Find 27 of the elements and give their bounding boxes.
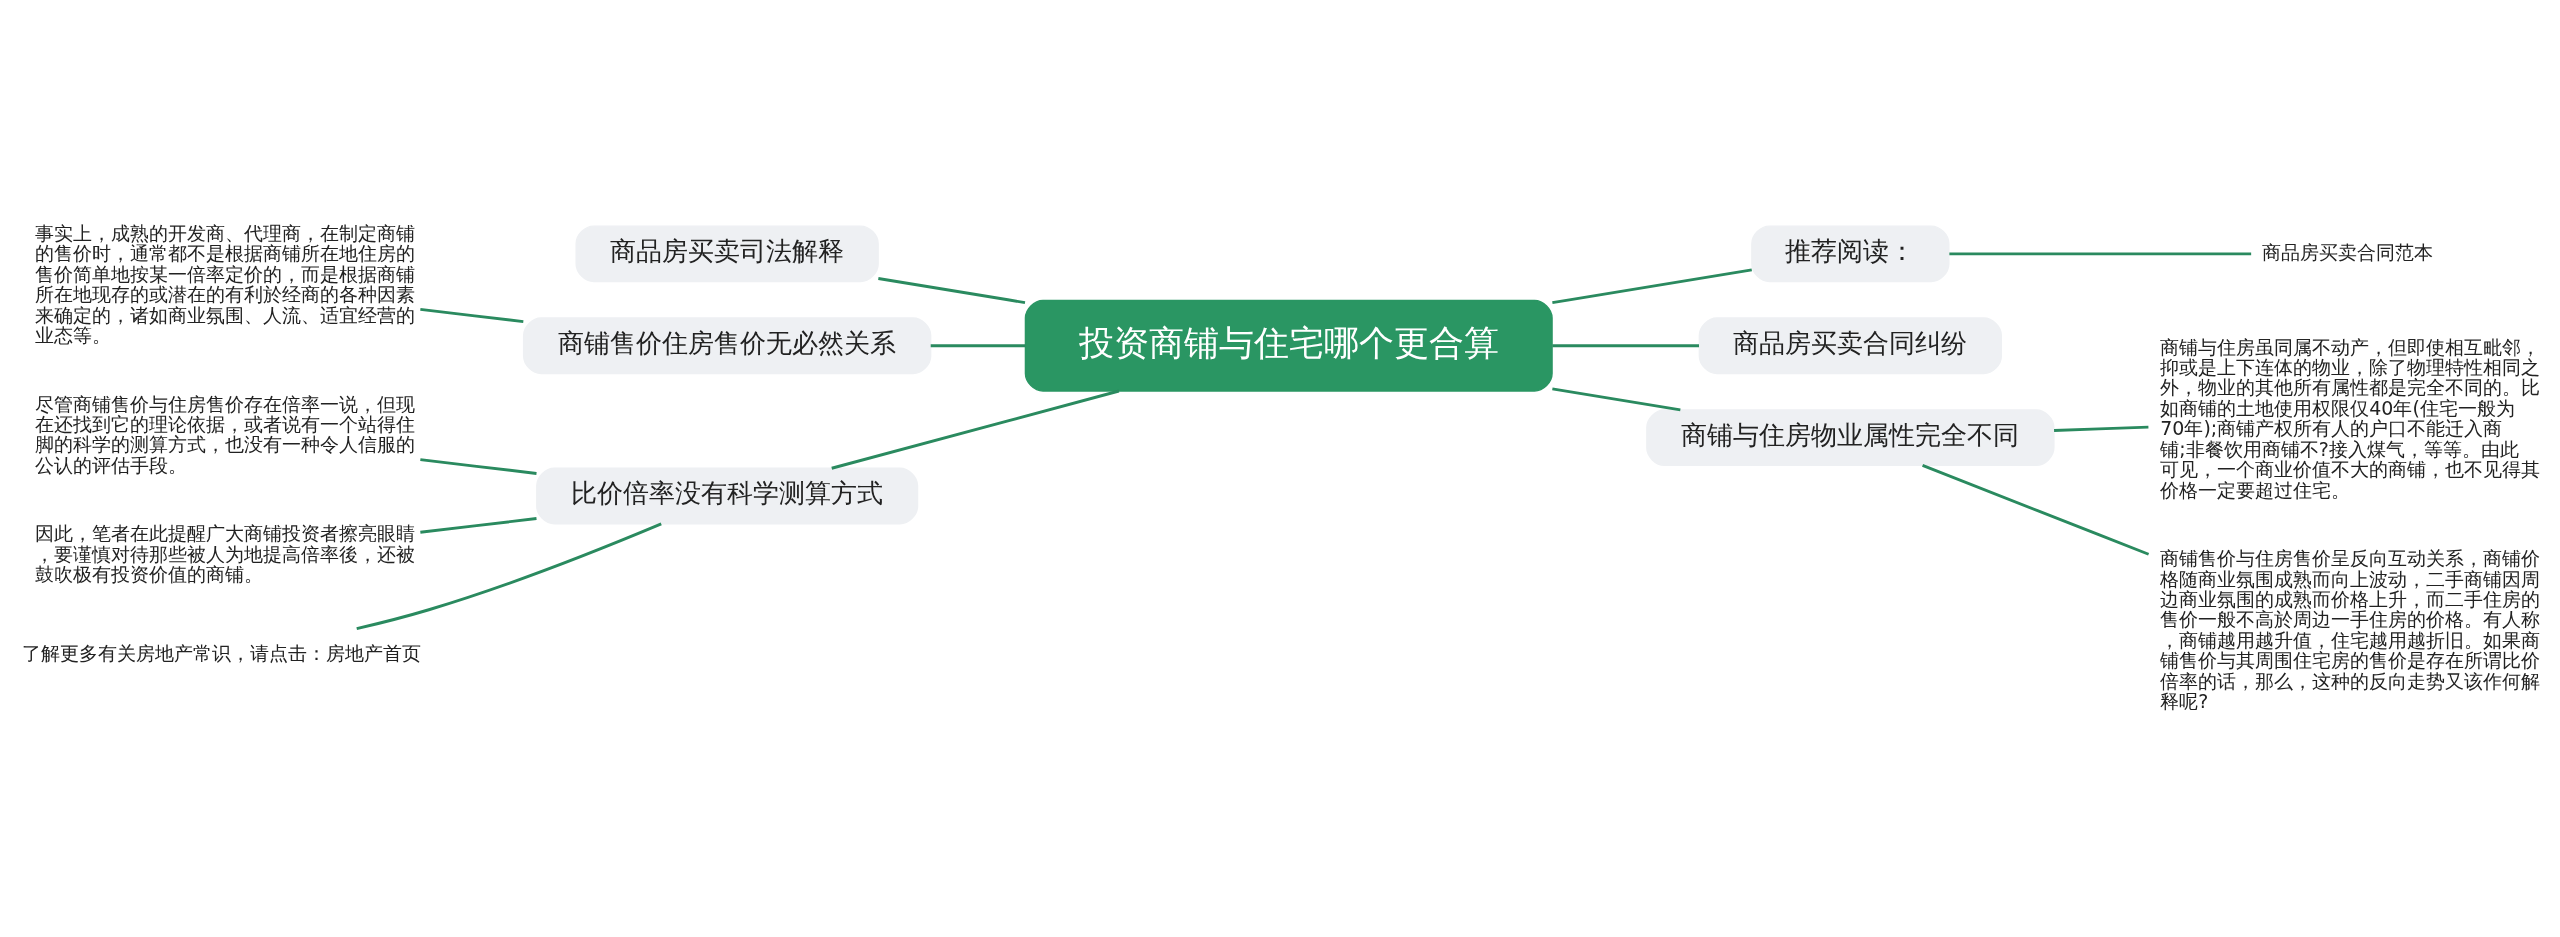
- node-text: 事实上，成熟的开发商、代理商，在制定商铺的售价时，通常都不是根据商铺所在地住房的售价简单地按某一倍率定价的，而是根据商铺所在地现存的或潜在的有利於经商的各种因素来确定的，诸如商业氛围、人流、适宜经营的业态等。: [35, 221, 416, 346]
- connector: [1552, 343, 1699, 347]
- connector: [930, 343, 1026, 347]
- connector: [1922, 463, 2150, 556]
- node-text: 了解更多有关房地产常识，请点击：房地产首页: [22, 641, 422, 664]
- node-box: 推荐阅读：: [1751, 224, 1950, 282]
- node-box: 比价倍率没有科学测算方式: [536, 467, 919, 524]
- connector: [420, 516, 537, 534]
- connector: [1552, 386, 1681, 411]
- node-box: 商品房买卖司法解释: [575, 224, 879, 282]
- connector: [878, 276, 1026, 304]
- connector: [356, 522, 662, 630]
- node-text: 商铺售价与住房售价呈反向互动关系，商铺价格随商业氛围成熟而向上波动，二手商铺因周边商业氛围的成熟而价格上升，而二手住房的售价一般不高於周边一手住房的价格。有人称，商铺越用越升值，住宅越用越折旧。如果商铺售价与其周围住宅房的售价是存在所谓比价倍率的话，那么，这种的反向走势又该作何解释呢?: [2160, 546, 2541, 712]
- connector: [2054, 425, 2149, 432]
- connector: [420, 457, 537, 475]
- node-box: 商铺售价住房售价无必然关系: [522, 316, 932, 374]
- connector: [831, 389, 1120, 470]
- connector: [1552, 267, 1752, 304]
- node-box: 商品房买卖合同纠纷: [1698, 316, 2003, 374]
- connector: [420, 307, 524, 323]
- node-text: 因此，笔者在此提醒广大商铺投资者擦亮眼睛，要谨慎对待那些被人为地提高倍率後，还被鼓吹极有投资价值的商铺。: [35, 521, 416, 585]
- node-text: 商铺与住房虽同属不动产，但即使相互毗邻，抑或是上下连体的物业，除了物理特性相同之外，物业的其他所有属性都是完全不同的。比如商铺的土地使用权限仅40年(住宅一般为70年);商铺产权所有人的户口不能迁入商铺;非餐饮用商铺不?接入煤气，等等。由此可见，一个商业价值不大的商铺，也不见得其价格一定要超过住宅。: [2160, 335, 2541, 501]
- node-text: 尽管商铺售价与住房售价存在倍率一说，但现在还找到它的理论依据，或者说有一个站得住脚的科学的测算方式，也没有一种令人信服的公认的评估手段。: [35, 392, 416, 476]
- connector: [1949, 251, 2252, 255]
- node-text: 商品房买卖合同范本: [2261, 240, 2433, 263]
- node-box: 商铺与住房物业属性完全不同: [1646, 408, 2055, 466]
- node-box: 投资商铺与住宅哪个更合算: [1024, 299, 1553, 392]
